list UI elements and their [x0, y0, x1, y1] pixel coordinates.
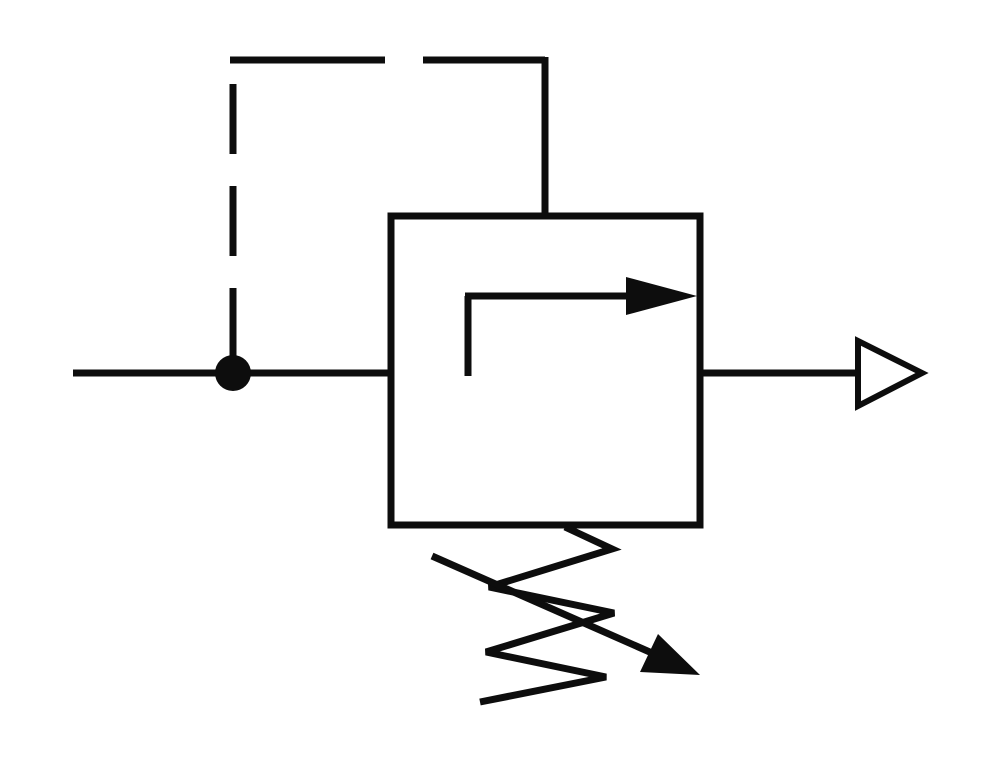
valve-body — [387, 212, 704, 529]
internal-flow-arrowhead — [626, 277, 697, 315]
adjustment-arrow-shaft — [430, 552, 654, 657]
adjustment-arrowhead — [640, 634, 700, 675]
spring — [479, 523, 622, 706]
pilot-junction-dot — [215, 355, 251, 391]
outlet-port-triangle — [855, 336, 929, 411]
